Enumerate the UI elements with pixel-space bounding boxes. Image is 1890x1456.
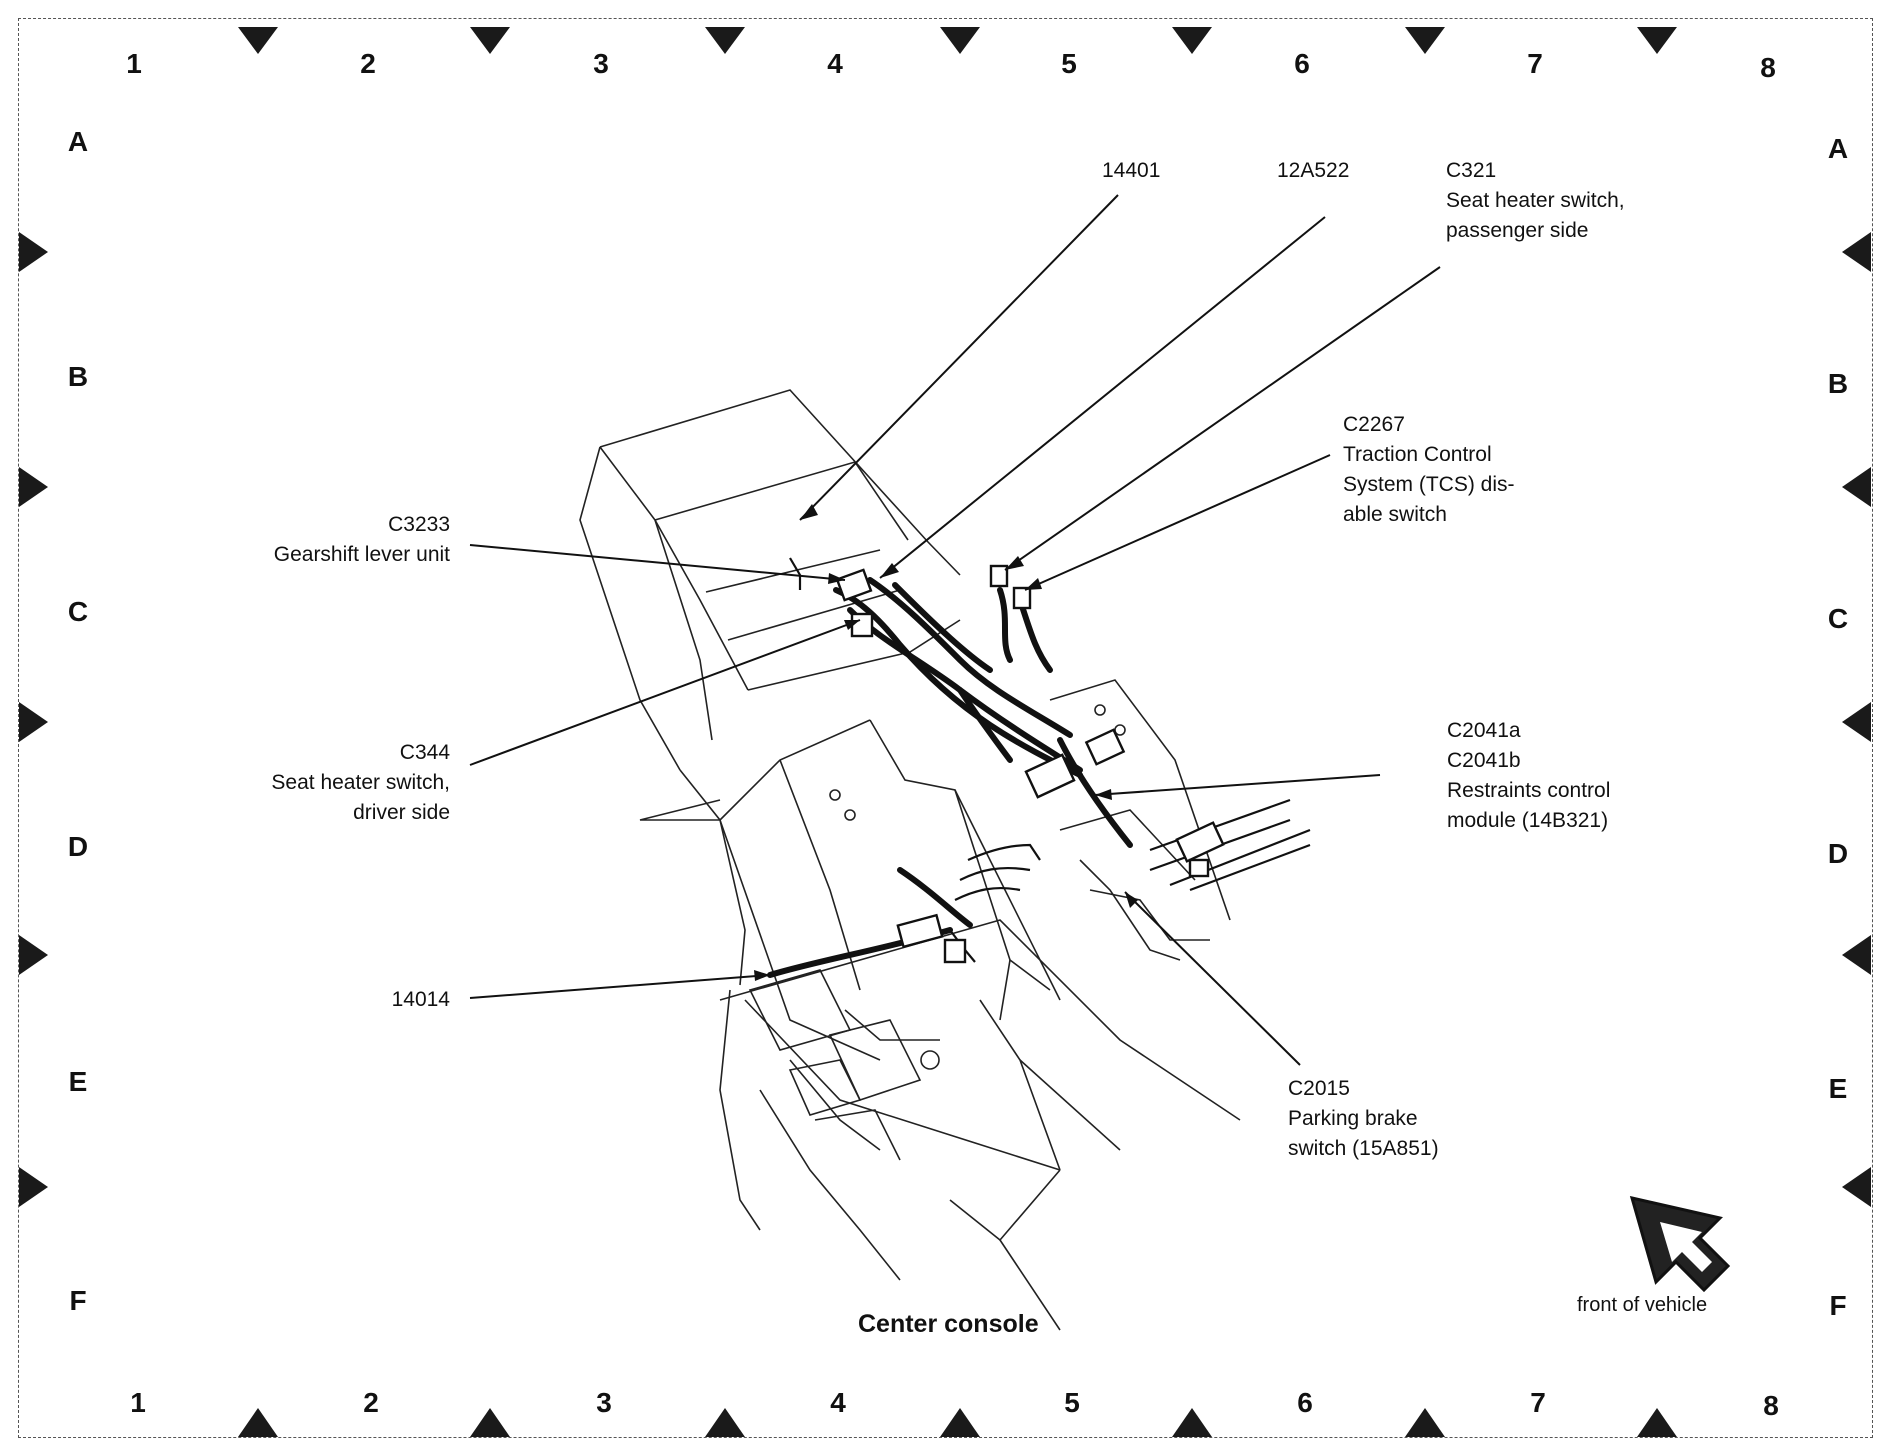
callout-description: System (TCS) dis- <box>1343 473 1515 496</box>
callout-description: Parking brake <box>1288 1107 1418 1130</box>
grid-col-label: 7 <box>1530 1387 1546 1418</box>
callout-description: Seat heater switch, <box>1446 189 1625 212</box>
callout-12a522: 12A522 <box>1277 159 1350 182</box>
grid-row-label: B <box>1827 368 1849 399</box>
leader-arrowheads <box>754 504 1138 981</box>
grid-col-label: 5 <box>1061 48 1077 79</box>
front-arrow-icon <box>1629 1195 1731 1293</box>
callout-c2041: C2041a C2041b Restraints control module … <box>1447 716 1610 836</box>
callout-description: able switch <box>1343 503 1447 526</box>
callout-14401: 14401 <box>1102 159 1161 182</box>
grid-col-label: 8 <box>1763 1390 1779 1421</box>
grid-col-label: 1 <box>130 1387 146 1418</box>
grid-row-label: E <box>1828 1073 1848 1104</box>
callout-id: C2015 <box>1288 1077 1350 1100</box>
callout-description: passenger side <box>1446 219 1589 242</box>
callout-description: Gearshift lever unit <box>273 543 450 566</box>
grid-col-label: 1 <box>126 48 142 79</box>
console-outline <box>579 389 1241 1331</box>
grid-row-label: C <box>1827 603 1849 634</box>
callout-id: C344 <box>399 741 450 764</box>
grid-row-label: C <box>67 596 89 627</box>
grid-col-label: 5 <box>1064 1387 1080 1418</box>
callout-description: module (14B321) <box>1447 809 1609 832</box>
callout-description: driver side <box>353 801 450 824</box>
grid-col-label: 3 <box>593 48 609 79</box>
grid-row-label: F <box>69 1285 87 1316</box>
grid-row-label: A <box>67 126 89 157</box>
connectors <box>835 564 1225 964</box>
callout-c321: C321 Seat heater switch, passenger side <box>1446 156 1625 246</box>
grid-col-label: 2 <box>363 1387 379 1418</box>
leader-lines <box>469 194 1441 1066</box>
grid-row-label: D <box>67 831 89 862</box>
callout-id: C3233 <box>388 513 450 536</box>
callout-description: Restraints control <box>1447 779 1611 802</box>
diagram-title: Center console <box>858 1310 1039 1338</box>
grid-row-label: D <box>1827 838 1849 869</box>
grid-col-label: 7 <box>1527 48 1543 79</box>
grid-col-label: 8 <box>1760 52 1776 83</box>
callout-id: C2267 <box>1343 413 1405 436</box>
grid-row-label: F <box>1829 1290 1847 1321</box>
front-of-vehicle-caption: front of vehicle <box>1577 1294 1708 1316</box>
callout-description: Traction Control <box>1343 443 1492 466</box>
sheet-border <box>18 18 1873 1438</box>
border-triangles <box>19 27 1871 1437</box>
callout-14014: 14014 <box>391 988 450 1011</box>
callout-c344: C344 Seat heater switch, driver side <box>271 738 450 828</box>
grid-col-label: 6 <box>1297 1387 1313 1418</box>
grid-col-label: 4 <box>830 1387 846 1418</box>
callout-c2015: C2015 Parking brake switch (15A851) <box>1288 1074 1439 1164</box>
callout-id: C2041b <box>1447 749 1521 772</box>
grid-row-label: A <box>1827 133 1849 164</box>
wiring-harness <box>767 577 1133 978</box>
callout-description: switch (15A851) <box>1288 1137 1439 1160</box>
callout-description: Seat heater switch, <box>271 771 450 794</box>
grid-col-label: 4 <box>827 48 843 79</box>
grid-row-label: E <box>68 1066 88 1097</box>
callout-c3233: C3233 Gearshift lever unit <box>274 510 450 570</box>
grid-col-label: 3 <box>596 1387 612 1418</box>
grid-col-label: 6 <box>1294 48 1310 79</box>
grid-row-label: B <box>67 361 89 392</box>
grid-col-label: 2 <box>360 48 376 79</box>
callout-id: C2041a <box>1447 719 1521 742</box>
callout-c2267: C2267 Traction Control System (TCS) dis-… <box>1343 410 1515 530</box>
callout-id: C321 <box>1446 159 1497 182</box>
